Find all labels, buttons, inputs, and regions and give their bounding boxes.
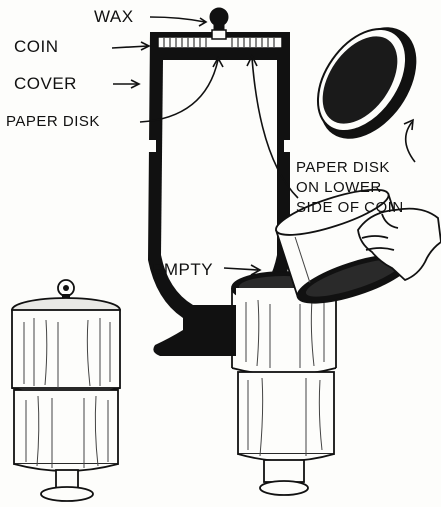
right-notch — [284, 140, 294, 152]
paper-disk-lower-label-2: ON LOWER — [296, 180, 382, 195]
cover-label: COVER — [14, 75, 77, 92]
left-notch — [146, 140, 156, 152]
coin-arrow — [112, 46, 148, 48]
coin-label: COIN — [14, 38, 59, 55]
coin-side-arrow — [406, 122, 415, 162]
closed-container — [12, 280, 120, 501]
empty-label: EMPTY — [152, 261, 213, 278]
wax-label: WAX — [94, 8, 134, 25]
wax-arrow — [150, 17, 205, 22]
paper-disk-lower-label-3: SIDE OF COIN — [296, 200, 404, 215]
open-base — [260, 481, 308, 495]
wax-plug — [212, 30, 226, 39]
wax-knob — [210, 8, 228, 26]
closed-lower — [14, 390, 118, 464]
closed-base — [41, 487, 93, 501]
closed-upper — [12, 310, 120, 388]
coin-illustration — [300, 9, 437, 156]
paper-disk-label: PAPER DISK — [6, 114, 100, 129]
paper-disk-lower-label-1: PAPER DISK — [296, 160, 390, 175]
